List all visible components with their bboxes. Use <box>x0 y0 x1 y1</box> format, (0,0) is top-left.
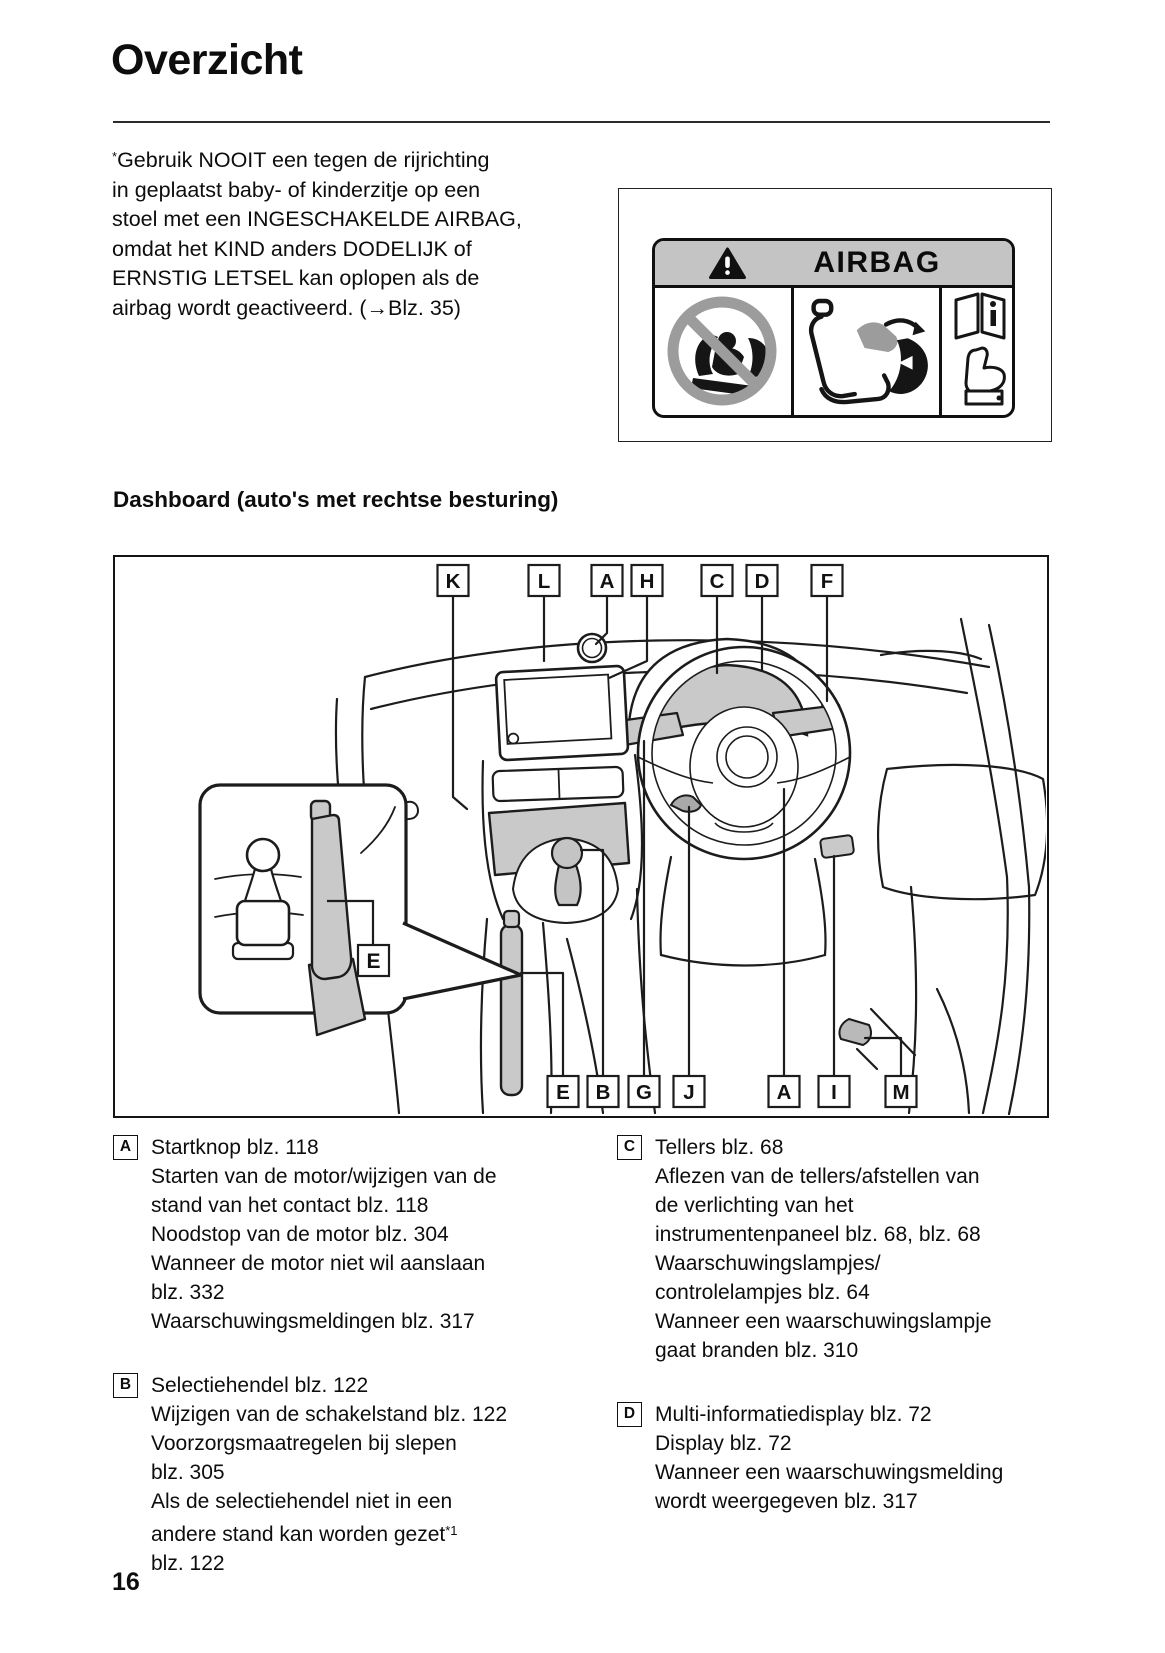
callout-label-F: F <box>810 563 844 598</box>
page-number: 16 <box>112 1568 140 1596</box>
callout-label-E-inset: E <box>356 943 391 978</box>
svg-text:L: L <box>538 570 551 593</box>
intro-line: *Gebruik NOOIT een tegen de rijrichting <box>112 148 490 172</box>
legend-key-A: A <box>113 1135 138 1160</box>
callout-label-A-top: A <box>590 563 624 598</box>
intro-line: stoel met een INGESCHAKELDE AIRBAG, <box>112 207 522 231</box>
callout-label-E: E <box>546 1074 580 1109</box>
svg-text:A: A <box>777 1081 792 1104</box>
svg-text:D: D <box>755 570 770 593</box>
column-lever <box>669 794 703 813</box>
svg-text:A: A <box>600 570 615 593</box>
legend-item-C: C Tellers blz. 68 Aflezen van de tellers… <box>617 1133 1057 1365</box>
section-heading: Dashboard (auto's met rechtse besturing) <box>113 487 559 512</box>
intro-line: in geplaatst baby- of kinderzitje op een <box>112 177 481 202</box>
airbag-label-title: AIRBAG <box>813 246 941 279</box>
callout-label-I: I <box>817 1074 851 1109</box>
svg-text:F: F <box>821 570 834 593</box>
legend-title: Tellers blz. 68 <box>655 1136 784 1159</box>
leader-lines <box>451 594 903 1078</box>
callout-label-J: J <box>672 1074 706 1109</box>
parking-brake-lever <box>307 799 367 1037</box>
intro-line: airbag wordt geactiveerd. (→Blz. 35) <box>112 295 461 320</box>
svg-text:E: E <box>556 1081 570 1104</box>
footnote-marker: * <box>112 149 118 164</box>
legend-item-D: D Multi-informatiedisplay blz. 72 Displa… <box>617 1400 1057 1516</box>
diagram-top-labels: K L A H C D F <box>436 563 844 598</box>
gear-lever <box>499 923 524 1097</box>
legend-title: Multi-informatiedisplay blz. 72 <box>655 1403 932 1426</box>
parking-brake-inset: E <box>198 783 523 1037</box>
legend-item-A: A Startknop blz. 118 Starten van de moto… <box>113 1133 583 1336</box>
callout-label-C: C <box>700 563 734 598</box>
footnote-ref: *1 <box>445 1523 458 1538</box>
shift-knob <box>554 863 582 907</box>
no-rear-facing-child-seat-icon <box>655 288 791 415</box>
dashboard-diagram: E K L <box>113 555 1049 1118</box>
title-divider <box>113 121 1050 123</box>
center-vent <box>491 765 625 803</box>
svg-text:B: B <box>596 1081 611 1104</box>
legend-key-D: D <box>617 1402 642 1427</box>
svg-text:K: K <box>446 570 461 593</box>
warning-triangle-icon <box>709 247 746 285</box>
callout-label-K: K <box>436 563 470 598</box>
child-seat-away-from-airbag-icon <box>791 288 939 415</box>
legend-key-C: C <box>617 1135 642 1160</box>
airbag-label-header: AIRBAG <box>655 241 1012 288</box>
svg-text:J: J <box>683 1081 694 1104</box>
page-title: Overzicht <box>111 36 303 84</box>
center-console <box>499 836 620 1097</box>
svg-text:I: I <box>831 1081 837 1104</box>
intro-line: ERNSTIG LETSEL kan oplopen als de <box>112 266 480 290</box>
legend-item-B: B Selectiehendel blz. 122 Wijzigen van d… <box>113 1371 583 1578</box>
callout-label-M: M <box>884 1074 918 1109</box>
inset-shift-knob <box>231 837 295 961</box>
intro-line: omdat het KIND anders DODELIJK of <box>112 236 472 261</box>
airbag-label-figure: AIRBAG <box>618 188 1052 442</box>
airbag-label: AIRBAG <box>652 238 1015 418</box>
svg-text:H: H <box>640 570 655 593</box>
legend-title: Startknop blz. 118 <box>151 1136 319 1159</box>
svg-text:G: G <box>636 1081 652 1104</box>
legend-right-column: C Tellers blz. 68 Aflezen van de tellers… <box>617 1133 1057 1551</box>
airbag-label-panels <box>655 288 1012 415</box>
dashboard-outline <box>334 617 1049 1116</box>
diagram-bottom-labels: E B G J A I M <box>546 1074 918 1109</box>
callout-label-A-bottom: A <box>767 1074 801 1109</box>
nav-display <box>494 664 630 762</box>
svg-text:M: M <box>892 1081 909 1104</box>
legend-left-column: A Startknop blz. 118 Starten van de moto… <box>113 1133 583 1613</box>
callout-label-G: G <box>627 1074 661 1109</box>
svg-text:C: C <box>710 570 725 593</box>
legend-title: Selectiehendel blz. 122 <box>151 1374 369 1397</box>
callout-label-B: B <box>586 1074 620 1109</box>
release-handle <box>838 1017 872 1047</box>
read-owners-manual-icon <box>939 288 1012 415</box>
svg-text:E: E <box>366 950 380 973</box>
callout-label-H: H <box>630 563 664 598</box>
legend-key-B: B <box>113 1373 138 1398</box>
callout-label-D: D <box>745 563 779 598</box>
callout-label-L: L <box>527 563 561 598</box>
lower-dash-button <box>819 834 855 859</box>
airbag-warning-paragraph: *Gebruik NOOIT een tegen de rijrichting … <box>112 142 632 323</box>
